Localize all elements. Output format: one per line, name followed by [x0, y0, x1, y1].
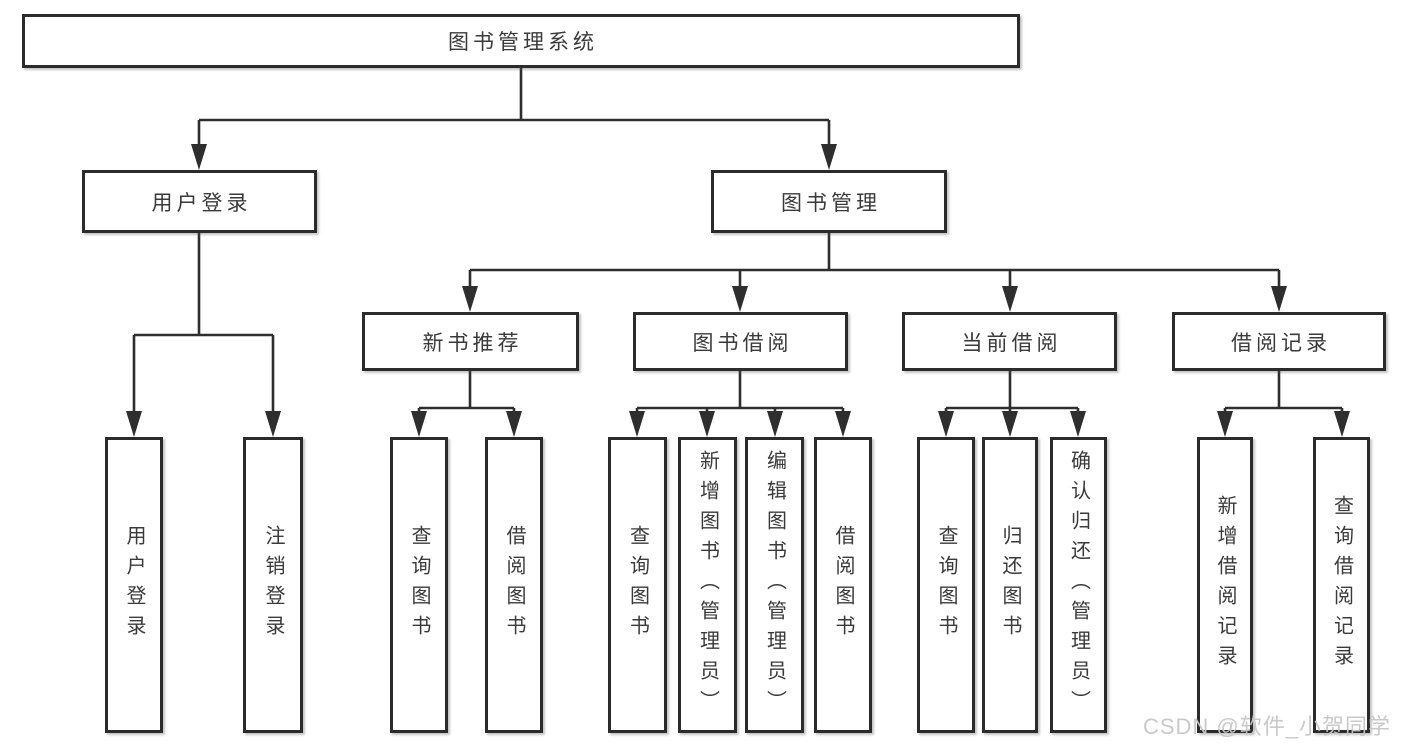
node-label-add-books-admin: 新增图书（管理员） [696, 450, 719, 720]
arrowhead-icon [462, 286, 478, 312]
node-label-borrow-books-recommend: 借阅图书 [503, 525, 525, 645]
arrowhead-icon [506, 411, 522, 437]
node-label-logout: 注销登录 [262, 525, 284, 645]
node-label-borrow-books-borrowing: 借阅图书 [832, 525, 854, 645]
node-query-books-borrowing: 查询图书 [608, 437, 667, 733]
node-label-current-borrowing: 当前借阅 [961, 331, 1062, 355]
arrowhead-icon [767, 411, 783, 437]
node-label-new-book-recommend: 新书推荐 [422, 331, 523, 355]
arrowhead-icon [629, 411, 645, 437]
node-return-books: 归还图书 [982, 437, 1038, 733]
node-query-books-recommend: 查询图书 [390, 437, 448, 733]
node-login: 用户登录 [105, 437, 163, 733]
node-borrowing-records: 借阅记录 [1172, 312, 1386, 371]
node-label-return-books: 归还图书 [999, 525, 1021, 645]
node-label-confirm-return-admin: 确认归还（管理员） [1067, 450, 1090, 720]
node-label-borrowing-records: 借阅记录 [1231, 331, 1331, 355]
arrowhead-icon [126, 411, 142, 437]
node-add-books-admin: 新增图书（管理员） [678, 437, 737, 733]
arrowhead-icon [699, 411, 715, 437]
arrowhead-icon [265, 411, 281, 437]
arrowhead-icon [1334, 411, 1350, 437]
arrowhead-icon [1070, 411, 1086, 437]
node-label-add-borrowing-record: 新增借阅记录 [1214, 495, 1236, 675]
node-logout: 注销登录 [243, 437, 303, 733]
node-label-login: 用户登录 [123, 525, 145, 645]
node-book-borrowing: 图书借阅 [633, 312, 848, 371]
node-system-root: 图书管理系统 [22, 14, 1020, 68]
node-label-query-books-borrowing: 查询图书 [626, 525, 649, 645]
node-user-login: 用户登录 [82, 170, 317, 233]
node-query-books-current: 查询图书 [917, 437, 975, 733]
node-new-book-recommend: 新书推荐 [362, 312, 579, 371]
watermark: CSDN @软件_小贺同学 [1142, 714, 1391, 739]
node-edit-books-admin: 编辑图书（管理员） [745, 437, 804, 733]
node-label-query-books-recommend: 查询图书 [408, 525, 430, 645]
arrowhead-icon [835, 411, 851, 437]
node-query-borrowing-record: 查询借阅记录 [1313, 437, 1370, 733]
node-label-edit-books-admin: 编辑图书（管理员） [763, 450, 786, 720]
node-borrow-books-recommend: 借阅图书 [485, 437, 543, 733]
node-label-query-books-current: 查询图书 [935, 525, 957, 645]
node-label-user-login: 用户登录 [151, 191, 252, 215]
node-label-query-borrowing-record: 查询借阅记录 [1330, 495, 1353, 675]
arrowhead-icon [1217, 411, 1233, 437]
node-current-borrowing: 当前借阅 [902, 312, 1117, 371]
arrowhead-icon [732, 286, 748, 312]
arrowhead-icon [938, 411, 954, 437]
node-add-borrowing-record: 新增借阅记录 [1197, 437, 1253, 733]
node-label-book-management: 图书管理 [781, 191, 881, 215]
node-label-book-borrowing: 图书借阅 [692, 331, 793, 355]
node-borrow-books-borrowing: 借阅图书 [814, 437, 872, 733]
node-confirm-return-admin: 确认归还（管理员） [1050, 437, 1107, 733]
arrowhead-icon [821, 144, 837, 170]
arrowhead-icon [1002, 286, 1018, 312]
arrowhead-icon [191, 144, 207, 170]
node-label-system-root: 图书管理系统 [448, 31, 598, 54]
arrowhead-icon [1271, 286, 1287, 312]
arrowhead-icon [1002, 411, 1018, 437]
node-book-management: 图书管理 [711, 170, 947, 233]
arrowhead-icon [411, 411, 427, 437]
